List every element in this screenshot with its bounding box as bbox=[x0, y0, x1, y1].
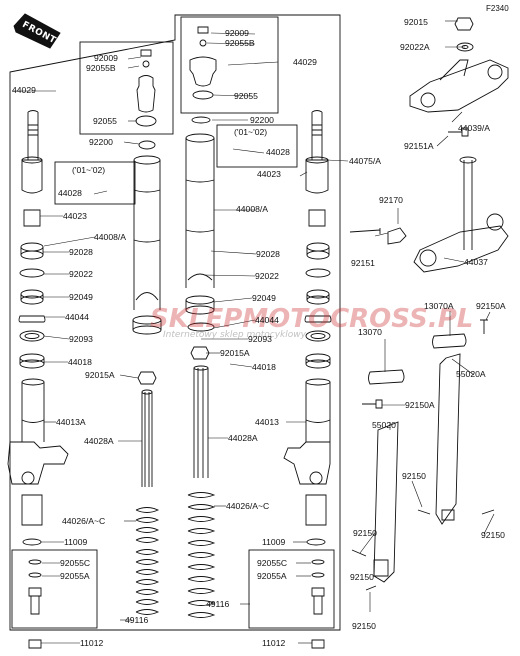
part-label: 92093 bbox=[69, 334, 93, 344]
left-fork bbox=[7, 49, 162, 649]
note-box-left bbox=[54, 161, 136, 205]
part-label: 92009 bbox=[94, 53, 118, 63]
part-label: 92150 bbox=[352, 621, 376, 631]
part-label: 44008/A bbox=[94, 232, 127, 242]
part-label: 11009 bbox=[64, 537, 88, 547]
part-label: 92150 bbox=[353, 528, 377, 538]
part-label: 92150A bbox=[405, 400, 435, 410]
part-label: 13070 bbox=[358, 327, 382, 337]
part-label: 44029 bbox=[293, 57, 317, 67]
part-label: 11009 bbox=[262, 537, 286, 547]
part-label: 44023 bbox=[257, 169, 281, 179]
right-fork bbox=[283, 110, 332, 649]
part-label: 92022A bbox=[400, 42, 430, 52]
part-label: 92055 bbox=[93, 116, 117, 126]
note-label: ('01~'02) bbox=[234, 127, 268, 137]
part-label: 92022 bbox=[69, 269, 93, 279]
part-label: 92049 bbox=[69, 292, 93, 302]
part-label: 44028 bbox=[266, 147, 290, 157]
part-label: 44037 bbox=[464, 257, 488, 267]
part-label: 44028 bbox=[58, 188, 82, 198]
watermark-tagline: Internetowy sklep motocyklowy bbox=[163, 330, 306, 340]
right-cap-box bbox=[180, 16, 279, 114]
part-label: 92150 bbox=[350, 572, 374, 582]
part-label: 44008/A bbox=[236, 204, 269, 214]
part-label: 92022 bbox=[255, 271, 279, 281]
part-label: 92055C bbox=[257, 558, 288, 568]
part-label: 92049 bbox=[252, 293, 276, 303]
part-label: 11012 bbox=[80, 638, 104, 648]
part-label: 92093 bbox=[248, 334, 272, 344]
part-label: 92151 bbox=[351, 258, 375, 268]
right-bottom-box bbox=[248, 549, 335, 629]
leader-lines bbox=[12, 20, 495, 644]
part-label: 49116 bbox=[125, 615, 149, 625]
part-label: 44026/A~C bbox=[62, 516, 106, 526]
part-label: 44044 bbox=[65, 312, 89, 322]
part-label: 92015A bbox=[85, 370, 115, 380]
part-label: 44075/A bbox=[349, 156, 382, 166]
part-label: 92055A bbox=[60, 571, 90, 581]
part-label: 92150A bbox=[476, 301, 506, 311]
part-label: 55020 bbox=[372, 420, 396, 430]
part-label: 44028A bbox=[228, 433, 258, 443]
watermark-logo: SKLEPMOTOCROSS.PL bbox=[150, 304, 474, 334]
part-label: 44044 bbox=[255, 315, 279, 325]
part-label: 92028 bbox=[256, 249, 280, 259]
part-label: 92200 bbox=[89, 137, 113, 147]
part-label: 92015 bbox=[404, 17, 428, 27]
part-label: 11012 bbox=[262, 638, 286, 648]
note-box-right bbox=[216, 124, 298, 168]
part-label: 44013 bbox=[255, 417, 279, 427]
note-label: ('01~'02) bbox=[72, 165, 106, 175]
left-bottom-box bbox=[11, 549, 98, 629]
part-label: 44018 bbox=[252, 362, 276, 372]
part-label: 44018 bbox=[68, 357, 92, 367]
part-label: 92200 bbox=[250, 115, 274, 125]
part-label: 13070A bbox=[424, 301, 454, 311]
part-label: 92015A bbox=[220, 348, 250, 358]
figure-code: F2340 bbox=[486, 4, 509, 13]
front-arrow bbox=[13, 13, 61, 49]
part-label: 92028 bbox=[69, 247, 93, 257]
part-label: 44013A bbox=[56, 417, 86, 427]
part-label: 92055C bbox=[60, 558, 91, 568]
part-label: 92150 bbox=[402, 471, 426, 481]
steering-assembly bbox=[349, 17, 509, 591]
part-label: 92055B bbox=[86, 63, 116, 73]
assembly-frame bbox=[9, 14, 341, 631]
part-label: 92151A bbox=[404, 141, 434, 151]
part-label: 55020A bbox=[456, 369, 486, 379]
part-label: 44039/A bbox=[458, 123, 491, 133]
part-label: 44023 bbox=[63, 211, 87, 221]
part-label: 49116 bbox=[206, 599, 230, 609]
part-label: 92055A bbox=[257, 571, 287, 581]
part-label: 92150 bbox=[481, 530, 505, 540]
part-label: 44028A bbox=[84, 436, 114, 446]
part-label: 92009 bbox=[225, 28, 249, 38]
part-label: 92055 bbox=[234, 91, 258, 101]
part-label: 92055B bbox=[225, 38, 255, 48]
part-label: 92170 bbox=[379, 195, 403, 205]
part-label: 44029 bbox=[12, 85, 36, 95]
left-cap-box bbox=[79, 41, 174, 135]
part-label: 44026/A~C bbox=[226, 501, 270, 511]
